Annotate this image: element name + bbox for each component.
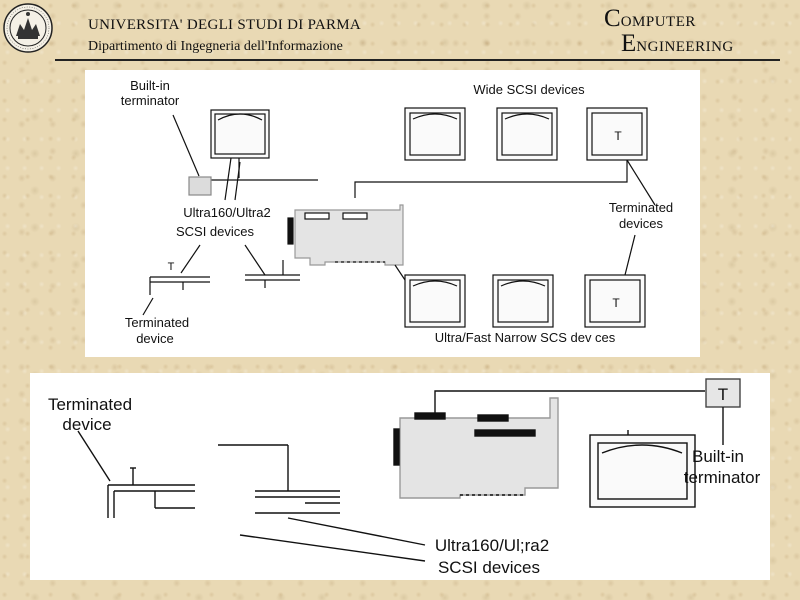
- label-terminated-device-1: Terminated: [48, 395, 132, 414]
- wide-scsi-device-2: [496, 107, 558, 161]
- label-terminated-device-2: device: [62, 415, 111, 434]
- brand-line-engineering: ENGINEERING: [621, 31, 734, 56]
- internal-device-terminated: [107, 467, 195, 518]
- label-terminated-device-2: device: [136, 331, 174, 346]
- label-ultra160-1: Ultra160/Ultra2: [183, 205, 270, 220]
- label-t-wide: T: [614, 129, 622, 143]
- terminator-pointer-line: [172, 114, 200, 177]
- computer-engineering-brand: COMPUTER ENGINEERING: [604, 6, 734, 56]
- ultra160-pointer-line-2: [234, 161, 241, 201]
- label-builtin-terminator-2: terminator: [684, 468, 761, 487]
- wide-scsi-device-3-terminated: [586, 107, 648, 161]
- terminated-pointer-lower: [624, 234, 636, 276]
- internal-device-terminated: [149, 244, 210, 295]
- label-terminated-devices-1: Terminated: [609, 200, 673, 215]
- brand-rest-engineering: NGINEERING: [636, 39, 734, 55]
- wide-scsi-device-1: [404, 107, 466, 161]
- ultra160-pointer-line-2: [287, 517, 426, 546]
- brand-line-computer: COMPUTER: [604, 6, 734, 31]
- narrow-scsi-device-2: [492, 274, 554, 328]
- scsi-diagram-bottom-panel: Terminated device Built-in terminator Ul…: [30, 373, 770, 580]
- ultra160-pointer-line-1: [224, 157, 232, 201]
- device-ultra160-top: [210, 109, 270, 178]
- label-ultra160-1: Ultra160/Ul;ra2: [435, 536, 549, 555]
- internal-device-2: [218, 444, 340, 514]
- narrow-scsi-device-1: [404, 274, 466, 328]
- terminated-device-pointer-line: [142, 297, 154, 316]
- label-builtin-terminator-1: Built-in: [692, 447, 744, 466]
- terminated-pointer-upper: [626, 159, 656, 206]
- department-name: Dipartimento di Ingegneria dell'Informaz…: [88, 39, 343, 54]
- university-seal-logo: [3, 3, 53, 53]
- label-narrow-scsi-devices: Ultra/Fast Narrow SCS dev ces: [435, 330, 616, 345]
- external-bus-line: [434, 390, 705, 413]
- scsi-controller-card: [287, 204, 404, 266]
- scsi-diagram-top: Built-in terminator Wide SCSI devices Ul…: [121, 78, 673, 346]
- label-wide-scsi-devices: Wide SCSI devices: [473, 82, 585, 97]
- external-device: [589, 430, 696, 508]
- label-ultra160-2: SCSI devices: [438, 558, 540, 577]
- label-t-terminator: T: [718, 385, 728, 404]
- ultra160-pointer-line-1: [239, 534, 426, 562]
- header-divider: [55, 59, 780, 61]
- label-t-narrow: T: [612, 296, 620, 310]
- label-builtin-terminator-1: Built-in: [130, 78, 170, 93]
- wide-scsi-bus-line: [354, 160, 628, 198]
- builtin-terminator-box: [705, 378, 741, 408]
- builtin-terminator-box: [188, 176, 212, 196]
- brand-initial-c: C: [604, 5, 621, 32]
- terminated-device-pointer-line: [77, 430, 111, 482]
- brand-initial-e: E: [621, 30, 637, 57]
- scsi-diagram-bottom: Terminated device Built-in terminator Ul…: [48, 378, 761, 577]
- narrow-bus-line: [394, 264, 406, 281]
- label-ultra160-2: SCSI devices: [176, 224, 255, 239]
- label-terminated-devices-2: devices: [619, 216, 664, 231]
- brand-rest-computer: OMPUTER: [620, 14, 696, 30]
- internal-device-2: [244, 244, 300, 288]
- label-t-internal: T: [168, 261, 175, 273]
- label-builtin-terminator-2: terminator: [121, 93, 180, 108]
- narrow-scsi-device-3-terminated: [584, 274, 646, 328]
- scsi-diagram-top-panel: Built-in terminator Wide SCSI devices Ul…: [85, 70, 700, 357]
- label-terminated-device-1: Terminated: [125, 315, 189, 330]
- university-name: UNIVERSITA' DEGLI STUDI DI PARMA: [88, 17, 362, 33]
- scsi-controller-card: [393, 397, 559, 499]
